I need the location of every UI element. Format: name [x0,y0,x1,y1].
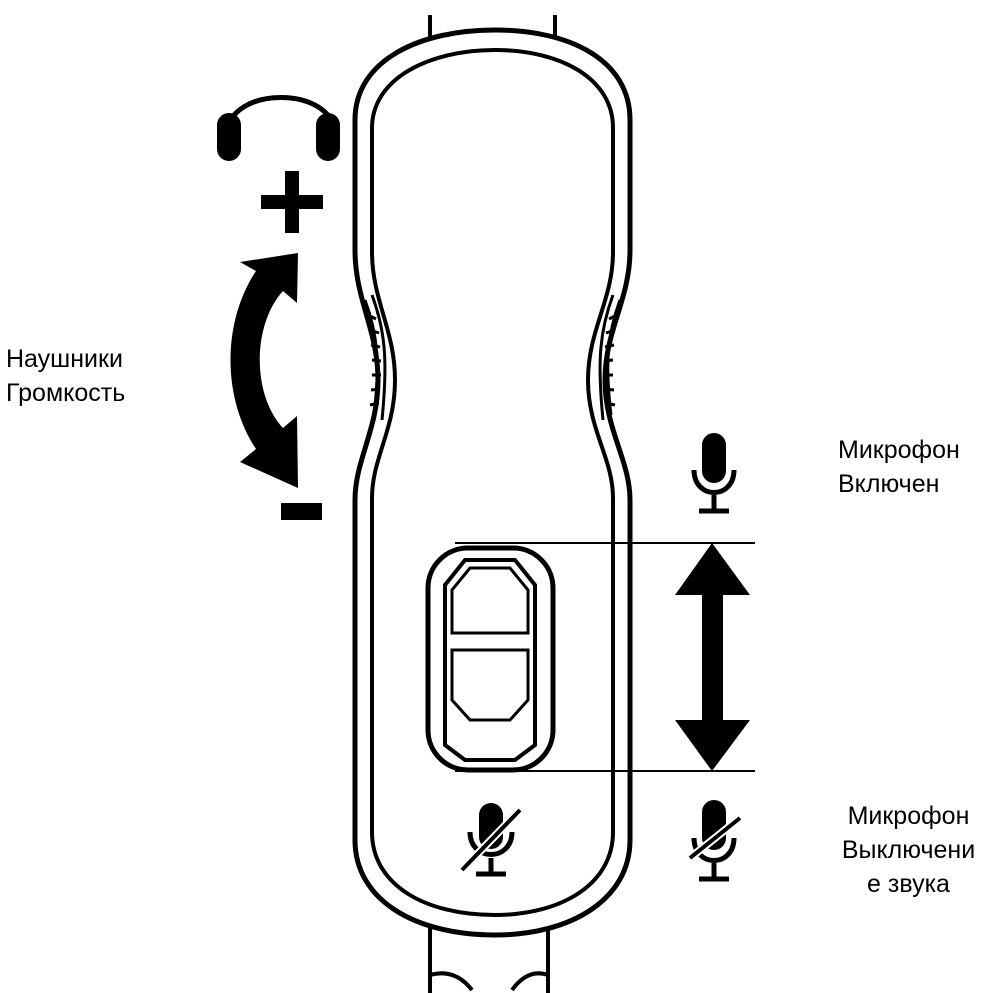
volume-down-symbol [281,503,322,520]
headphone-volume-label-line-1: Наушники [6,345,123,373]
mic-on-label-line-2: Включен [838,470,940,498]
curved-double-arrow-icon [230,253,298,488]
cable-bottom [428,928,550,993]
headphone-volume-label: Наушники Громкость [6,342,125,410]
volume-up-symbol [261,171,323,233]
mic-on-label: Микрофон Включен [838,433,960,501]
mic-muted-label: Микрофон Выключени е звука [826,799,991,901]
controller-body-inner [370,47,615,918]
headphones-icon [217,95,340,161]
mute-slider-switch[interactable] [425,545,556,773]
volume-wheel-right[interactable] [598,294,622,421]
headphone-volume-label-line-2: Громкость [6,379,126,407]
mic-muted-label-line-2: Выключени [841,836,976,864]
controller-body-outer [352,27,633,938]
mic-muted-label-line-3: е звука [867,870,950,898]
mic-on-label-line-1: Микрофон [838,436,960,464]
vertical-double-arrow-icon [675,543,750,771]
microphone-muted-icon-legend [687,800,743,882]
microphone-icon [691,433,737,514]
mic-muted-label-line-1: Микрофон [847,802,970,830]
microphone-muted-icon [459,803,523,877]
volume-wheel-left[interactable] [363,294,387,421]
